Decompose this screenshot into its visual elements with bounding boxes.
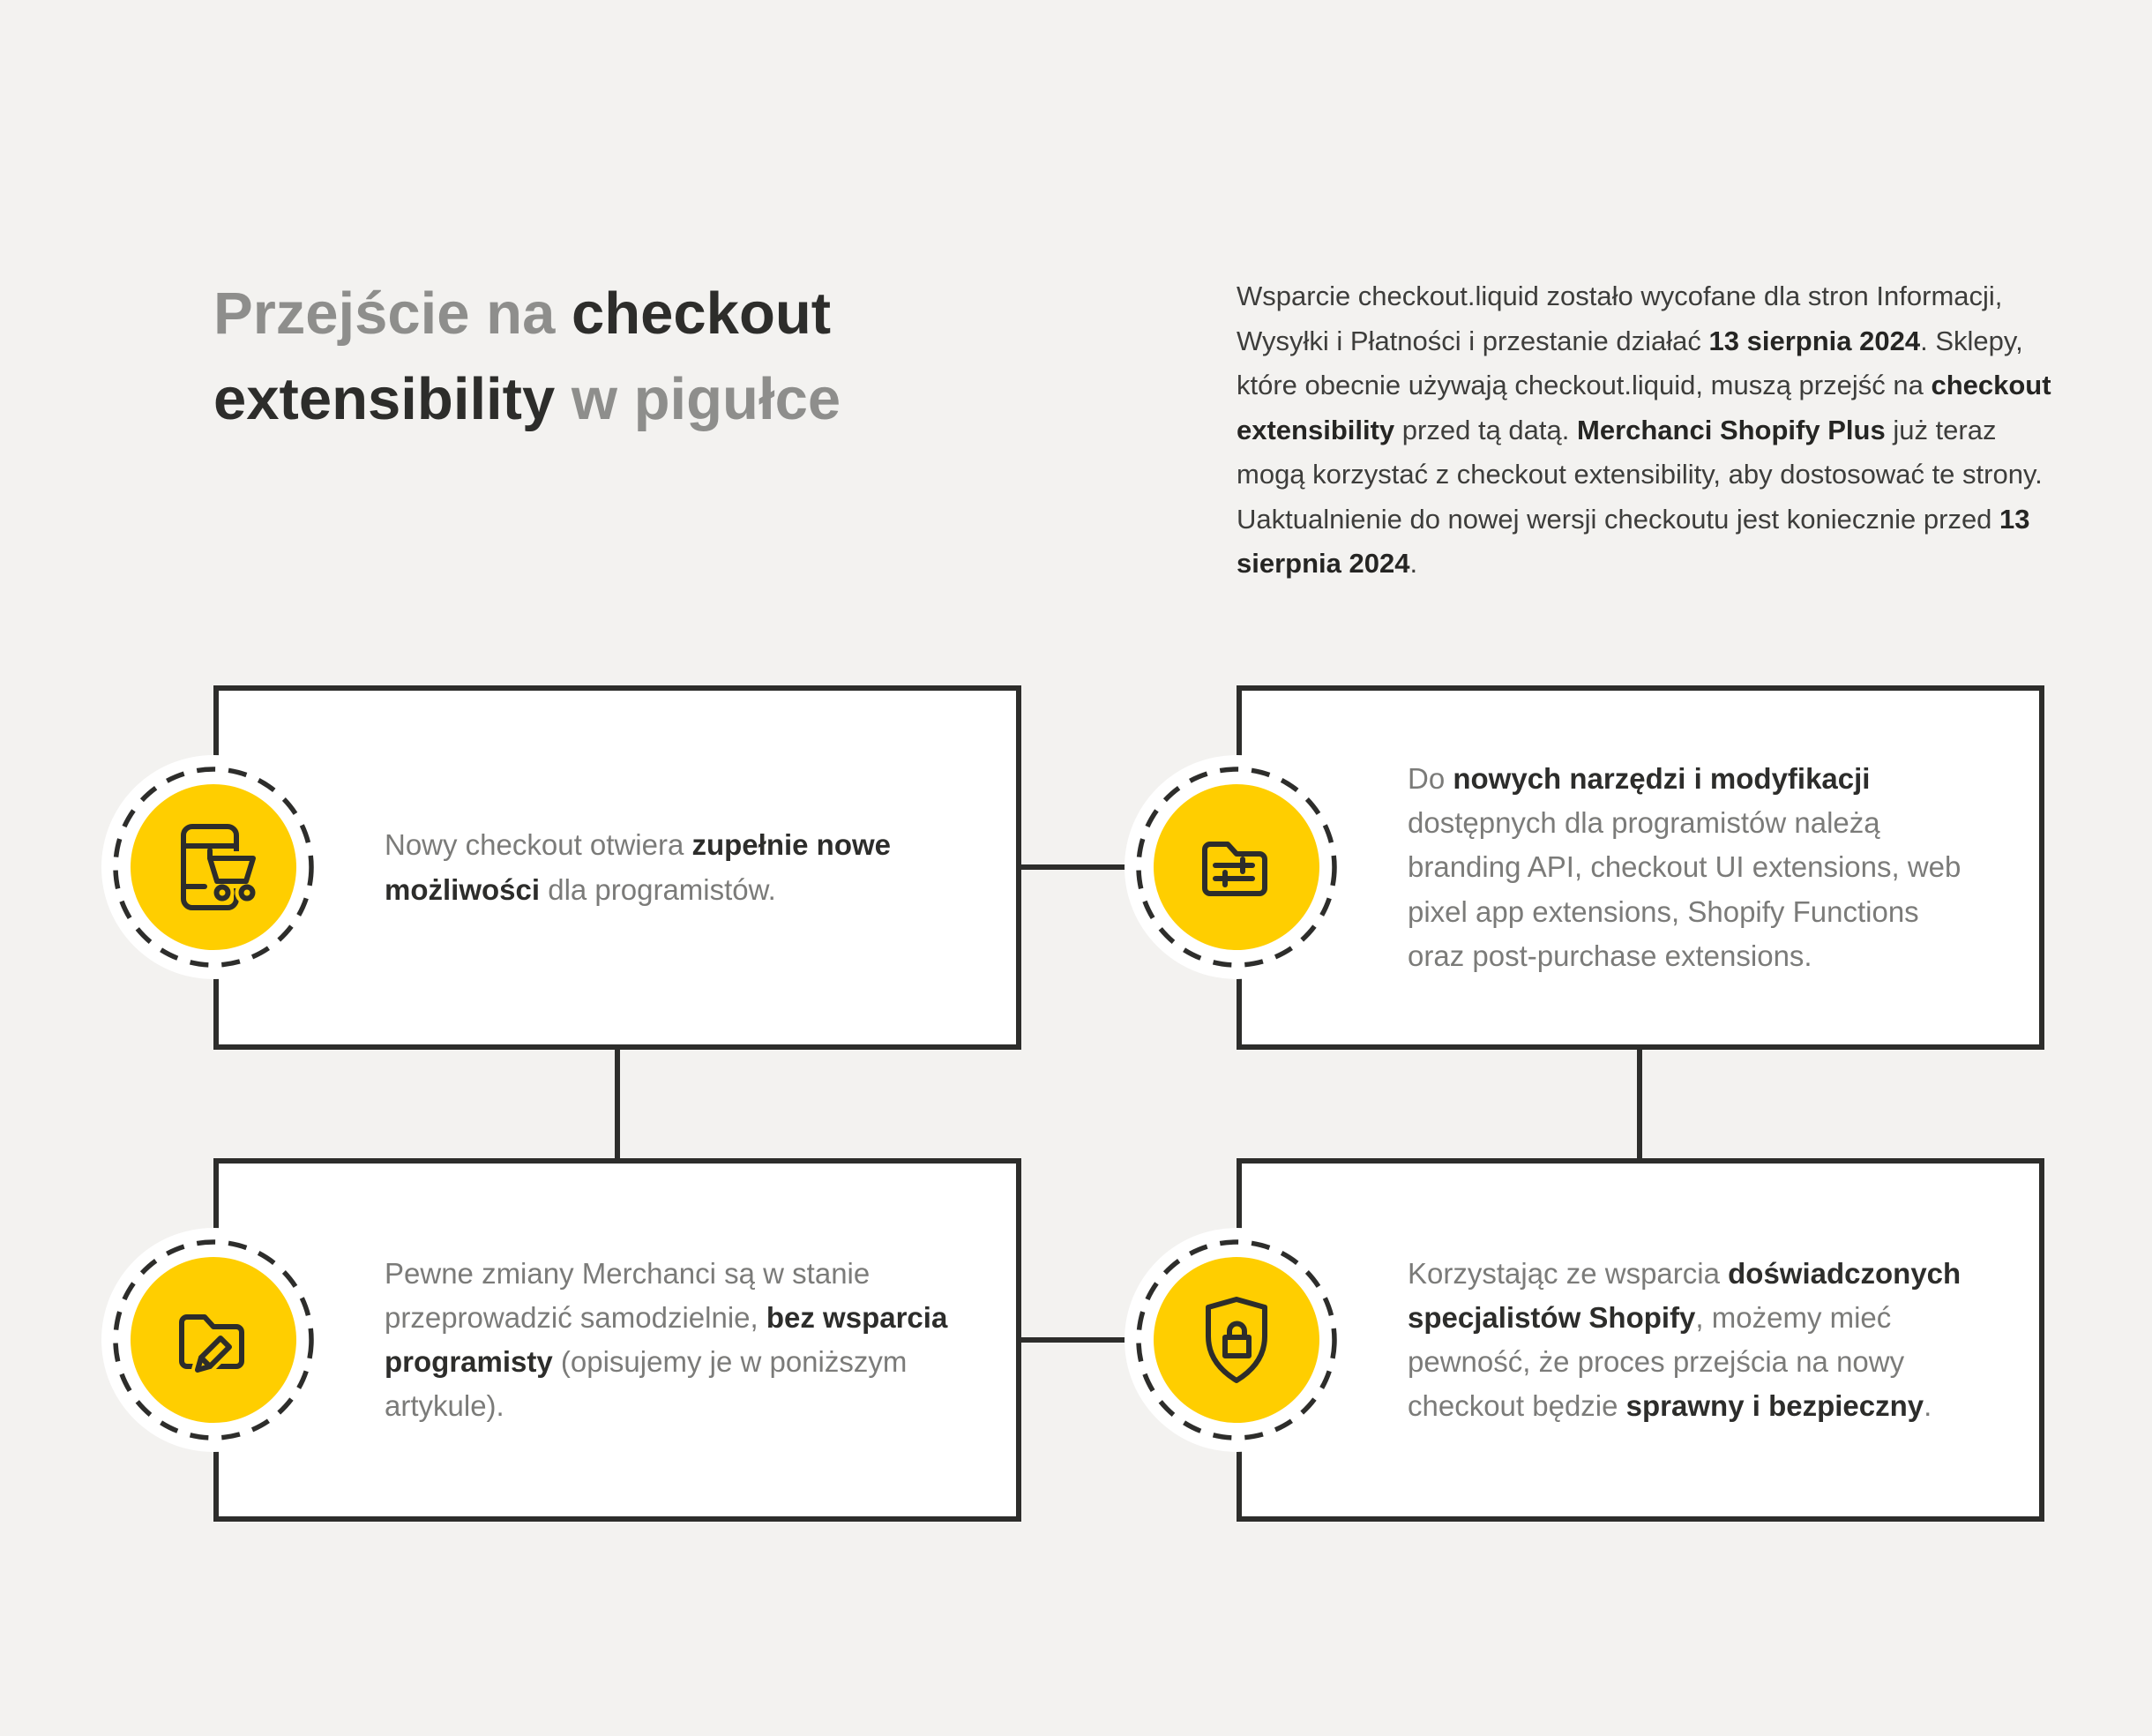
info-box-merchant-changes: Pewne zmiany Merchanci są w stanie przep… bbox=[213, 1158, 1021, 1522]
box-text: Nowy checkout otwiera zupełnie nowe możl… bbox=[385, 828, 892, 906]
medallion-new-possibilities bbox=[101, 754, 326, 980]
shield-lock-icon bbox=[1125, 1228, 1349, 1452]
box-text: Korzystając ze wsparcia doświadczonych s… bbox=[1408, 1256, 1961, 1423]
connector-left-vertical bbox=[615, 1048, 620, 1163]
folder-edit-icon bbox=[101, 1228, 325, 1452]
medallion-new-tools bbox=[1124, 754, 1349, 980]
folder-settings-icon bbox=[1125, 755, 1349, 979]
box-text: Pewne zmiany Merchanci są w stanie przep… bbox=[385, 1256, 948, 1423]
page-title: Przejście na checkout extensibility w pi… bbox=[213, 280, 841, 433]
info-box-new-possibilities: Nowy checkout otwiera zupełnie nowe możl… bbox=[213, 685, 1021, 1050]
mobile-cart-icon bbox=[101, 755, 325, 979]
medallion-shopify-support bbox=[1124, 1227, 1349, 1453]
connector-right-vertical bbox=[1637, 1048, 1642, 1163]
info-box-new-tools: Do nowych narzędzi i modyfikacji dostępn… bbox=[1237, 685, 2044, 1050]
box-text: Do nowych narzędzi i modyfikacji dostępn… bbox=[1408, 762, 1961, 972]
medallion-merchant-changes bbox=[101, 1227, 326, 1453]
info-box-shopify-support: Korzystając ze wsparcia doświadczonych s… bbox=[1237, 1158, 2044, 1522]
intro-paragraph: Wsparcie checkout.liquid zostało wycofan… bbox=[1237, 281, 2051, 580]
